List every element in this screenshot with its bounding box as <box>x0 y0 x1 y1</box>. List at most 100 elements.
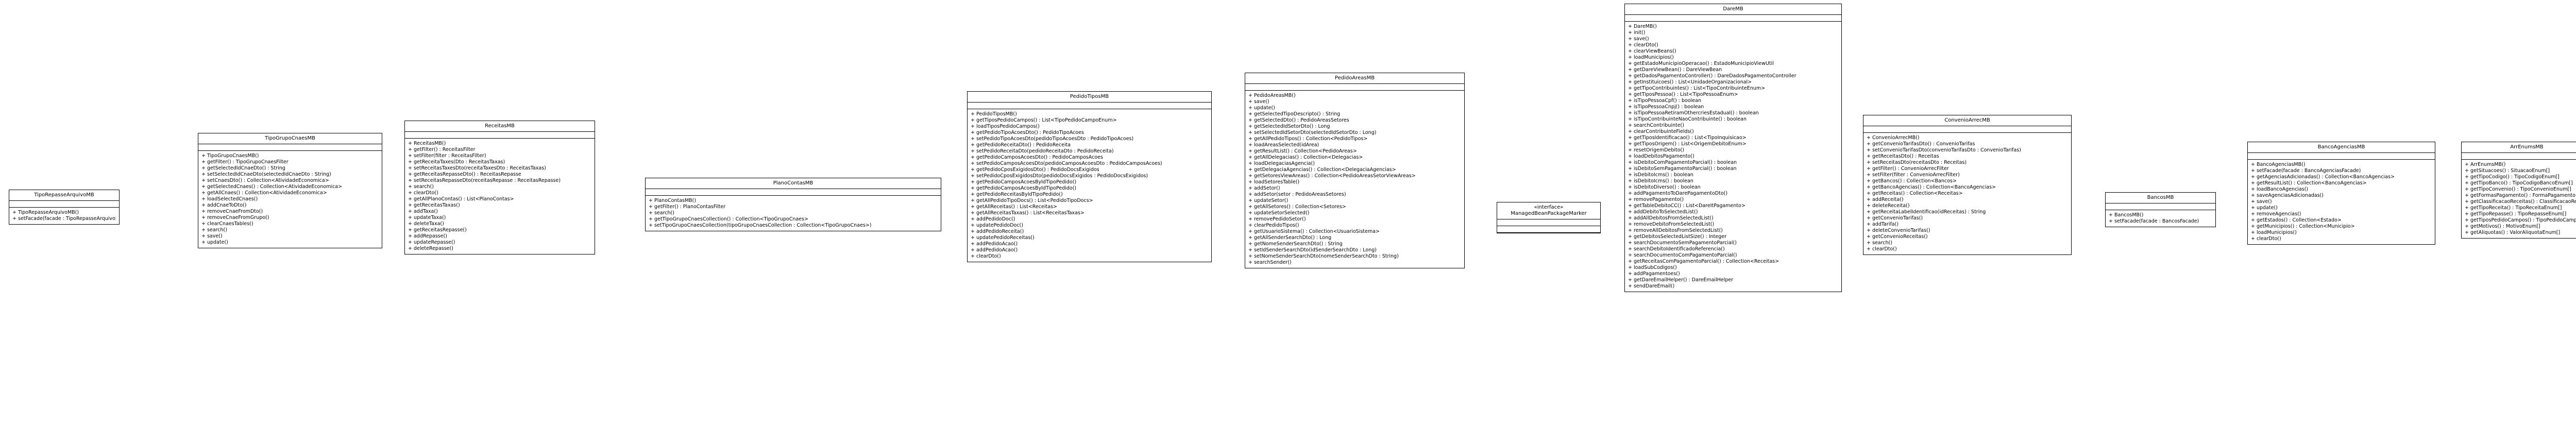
method-signature: + getTipoReceita() : TipoReceitaEnum[] <box>2465 205 2562 211</box>
method-signature: + setPedidoCposExigidosDto(pedidoDocsExi… <box>971 173 1148 179</box>
method-signature: + getPedidoReceitasByIdTipoPedido() <box>971 192 1063 197</box>
method-signature: + setSelectedIdCnaeDto(selectedIdCnaeDto… <box>201 172 331 177</box>
class-methods: + ArrEnumsMB()+ getSituacoes() : Situaca… <box>2462 160 2576 238</box>
method-signature: + loadDebitosPagamento() <box>1628 154 1694 159</box>
method-signature: + getTiposPedidoCampos() : List<TipoPedi… <box>971 117 1117 123</box>
method-signature: + getSituacoes() : SituacaoEnum[] <box>2465 168 2550 174</box>
class-methods: + ReceitasMB()+ getFilter() : ReceitasFi… <box>405 139 595 254</box>
method-signature: + removeCnaeFromDto() <box>201 209 263 214</box>
class-name: BancosMB <box>2106 193 2215 203</box>
method-signature: + ArrEnumsMB() <box>2465 162 2506 167</box>
class-name: «interface» ManagedBeanPackageMarker <box>1497 202 1600 219</box>
method-signature: + DareMB() <box>1628 24 1657 29</box>
class-fields <box>1245 84 1464 91</box>
method-signature: + getFilter() : ConvenioArrecFilter <box>1867 166 1949 172</box>
method-signature: + getAllDelegacias() : Collection<Delega… <box>1248 155 1363 160</box>
method-signature: + getTipoBanco() : TipoCodigoBancoEnum[] <box>2465 180 2573 186</box>
method-signature: + setPedidoTipoAcoesDto(pedidoTipoAcoesD… <box>971 136 1134 142</box>
method-signature: + getEstados() : Collection<Estado> <box>2251 217 2342 223</box>
method-signature: + getReceitasRepasseDto() : ReceitasRepa… <box>408 172 521 177</box>
class-box: TipoGrupoCnaesMB + TipoGrupoCnaesMB()+ g… <box>198 133 382 248</box>
method-signature: + TipoGrupoCnaesMB() <box>201 153 259 159</box>
class-methods: + BancosMB()+ setFacade(facade : BancosF… <box>2106 210 2215 227</box>
method-signature: + getAllPedidoTipos() : Collection<Pedid… <box>1248 136 1368 142</box>
method-signature: + setConvenioTarifasDto(convenioTarifasD… <box>1867 147 2021 153</box>
method-signature: + sendDareEmail() <box>1628 283 1675 289</box>
class-name: BancoAgenciasMB <box>2248 142 2435 153</box>
class-name: TipoRepasseArquivoMB <box>9 190 119 201</box>
method-signature: + getAllSenderSearchDto() : Long <box>1248 235 1332 241</box>
method-signature: + BancoAgenciasMB() <box>2251 162 2306 167</box>
method-signature: + setPedidoCamposAcoesDto(pedidoCamposAc… <box>971 161 1162 166</box>
method-signature: + addDebitoToSelectedList() <box>1628 209 1698 215</box>
method-signature: + getTableDebitoCC() : List<DareItPagame… <box>1628 203 1745 209</box>
method-signature: + deleteReceita() <box>1867 203 1910 209</box>
method-signature: + loadAreasSelected(idArea) <box>1248 142 1319 148</box>
method-signature: + addSetor() <box>1248 185 1280 191</box>
class-name: ConvenioArrecMB <box>1863 115 2071 126</box>
method-signature: + getReceitas() : Collection<Receitas> <box>1867 191 1963 196</box>
class-box: ArrEnumsMB + ArrEnumsMB()+ getSituacoes(… <box>2461 142 2576 239</box>
method-signature: + setFilter(filter : ConvenioArrecFilter… <box>1867 172 1960 178</box>
class-methods: + DareMB()+ init()+ save()+ clearDto()+ … <box>1625 22 1841 292</box>
method-signature: + getReceitasComPagamentoParcial() : Col… <box>1628 259 1780 264</box>
method-signature: + search() <box>649 210 674 216</box>
method-signature: + isDebitoIcms() : boolean <box>1628 178 1693 184</box>
class-box: PlanoContasMB + PlanoContasMB()+ getFilt… <box>645 178 941 231</box>
method-signature: + ReceitasMB() <box>408 141 446 146</box>
method-signature: + deleteTaxa() <box>408 221 444 227</box>
method-signature: + setNomeSenderSearchDto(nomeSenderSearc… <box>1248 253 1399 259</box>
class-methods: + TipoGrupoCnaesMB()+ getFilter() : Tipo… <box>198 151 382 248</box>
method-signature: + addRepasse() <box>408 233 447 239</box>
class-methods: + BancoAgenciasMB()+ setFacade(facade : … <box>2248 160 2435 244</box>
method-signature: + getResultList() : Collection<PedidoAre… <box>1248 148 1357 154</box>
method-signature: + loadSetoresTable() <box>1248 179 1300 185</box>
method-signature: + setPedidoReceitaDto(pedidoReceitaDto :… <box>971 148 1114 154</box>
method-signature: + getReceitaLabelIdentificao(idReceitas)… <box>1867 209 1986 215</box>
method-signature: + addCnaeToDto() <box>201 202 247 208</box>
method-signature: + getTiposOrigem() : List<OrigemDebitoEn… <box>1628 141 1747 147</box>
class-name: PedidoTiposMB <box>968 92 1211 103</box>
method-signature: + addTarifa() <box>1867 222 1899 227</box>
method-signature: + getDareViewBean() : DareViewBean <box>1628 67 1722 73</box>
class-fields <box>968 103 1211 109</box>
method-signature: + getAllPlanoContas() : List<PlanoContas… <box>408 196 514 202</box>
class-methods: + PedidoAreasMB()+ save()+ update()+ get… <box>1245 91 1464 268</box>
method-signature: + updatePedidoDoc() <box>971 223 1023 228</box>
method-signature: + PedidoTiposMB() <box>971 111 1017 117</box>
method-signature: + removePedidoSetor() <box>1248 216 1306 222</box>
method-signature: + addPagamentoes() <box>1628 271 1680 277</box>
method-signature: + getTipoGrupoCnaesCollection() : Collec… <box>649 216 808 222</box>
method-signature: + getReceitaTaxes(Dto : ReceitasTaxas) <box>408 159 505 165</box>
method-signature: + getDebitosSelectedListSize() : Integer <box>1628 234 1727 240</box>
method-signature: + getSetoresViewAreas() : Collection<Ped… <box>1248 173 1416 179</box>
method-signature: + isTipoPessoaRetiramOthercriesEstadual(… <box>1628 110 1759 116</box>
class-fields <box>1497 219 1600 226</box>
method-signature: + update() <box>1248 105 1275 111</box>
method-signature: + searchSender() <box>1248 260 1292 265</box>
class-methods: + TipoRepasseArquivoMB()+ setFacade(faca… <box>9 208 119 224</box>
method-signature: + setTipoGrupoCnaesCollection(tipoGrupoC… <box>649 223 872 228</box>
method-signature: + getInstituicoes() : List<UnidadeOrgani… <box>1628 79 1752 85</box>
class-name: PedidoAreasMB <box>1245 73 1464 84</box>
method-signature: + getSelectedIdSetorDto() : Long <box>1248 124 1330 129</box>
class-methods <box>1497 226 1600 233</box>
method-signature: + updateRepasse() <box>408 240 455 245</box>
method-signature: + getFormasPagamento() : FormaPagamentoE… <box>2465 193 2576 198</box>
method-signature: + getPedidoCamposAcoesDto() : PedidoCamp… <box>971 155 1103 160</box>
method-signature: + updatePedidoReceitas() <box>971 235 1035 241</box>
method-signature: + getPedidoTipoAcoesDto() : PedidoTipoAc… <box>971 130 1084 135</box>
method-signature: + getAgenciasAdicionadas() : Collection<… <box>2251 174 2395 180</box>
method-signature: + deleteRepasse() <box>408 246 453 251</box>
method-signature: + isDebitoDiverso() : boolean <box>1628 184 1701 190</box>
method-signature: + removeAllDebitosFromSelectedList() <box>1628 228 1723 233</box>
method-signature: + searchDocumentoComPagamentoParcial() <box>1628 252 1737 258</box>
method-signature: + searchDocumentoSemPagamentoParcial() <box>1628 240 1737 246</box>
method-signature: + search() <box>408 184 434 190</box>
method-signature: + isTipoPessoaCpf() : boolean <box>1628 98 1701 104</box>
method-signature: + getDelegaciaAgencias() : Collection<De… <box>1248 167 1396 173</box>
method-signature: + clearDto() <box>1867 246 1897 252</box>
method-signature: + getAllReceitas() : List<Receitas> <box>971 204 1057 210</box>
class-box: ConvenioArrecMB + ConvenioArrecMB()+ get… <box>1863 115 2072 255</box>
method-signature: + loadSubCodigos() <box>1628 265 1677 270</box>
